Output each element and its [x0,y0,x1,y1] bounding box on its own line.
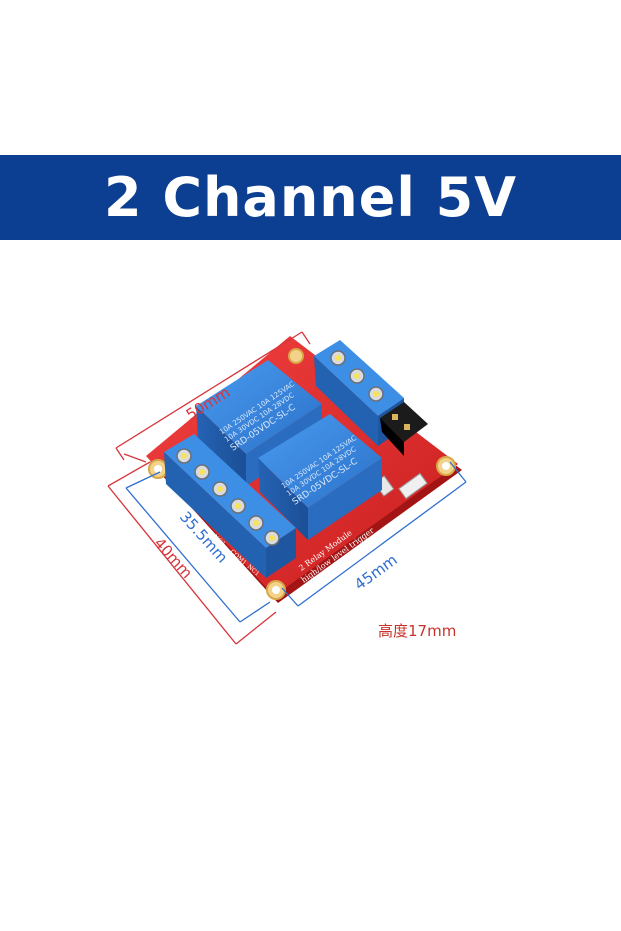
dimension-width-label: 45mm [351,551,401,594]
dimension-lines [107,331,311,645]
relay-2: 10A 250VAC 10A 125VAC 10A 30VDC 10A 28VD… [258,414,382,540]
title-banner: 2 Channel 5V [0,155,621,240]
trigger-jumper [380,402,428,456]
dimension-depth-outer-label: 40mm [150,534,196,582]
smd-led [398,472,428,500]
inner-dimension-lines [125,461,467,623]
banner-title: 2 Channel 5V [103,165,518,229]
height-note: 高度17mm [378,622,457,640]
mounting-hole [288,348,304,364]
